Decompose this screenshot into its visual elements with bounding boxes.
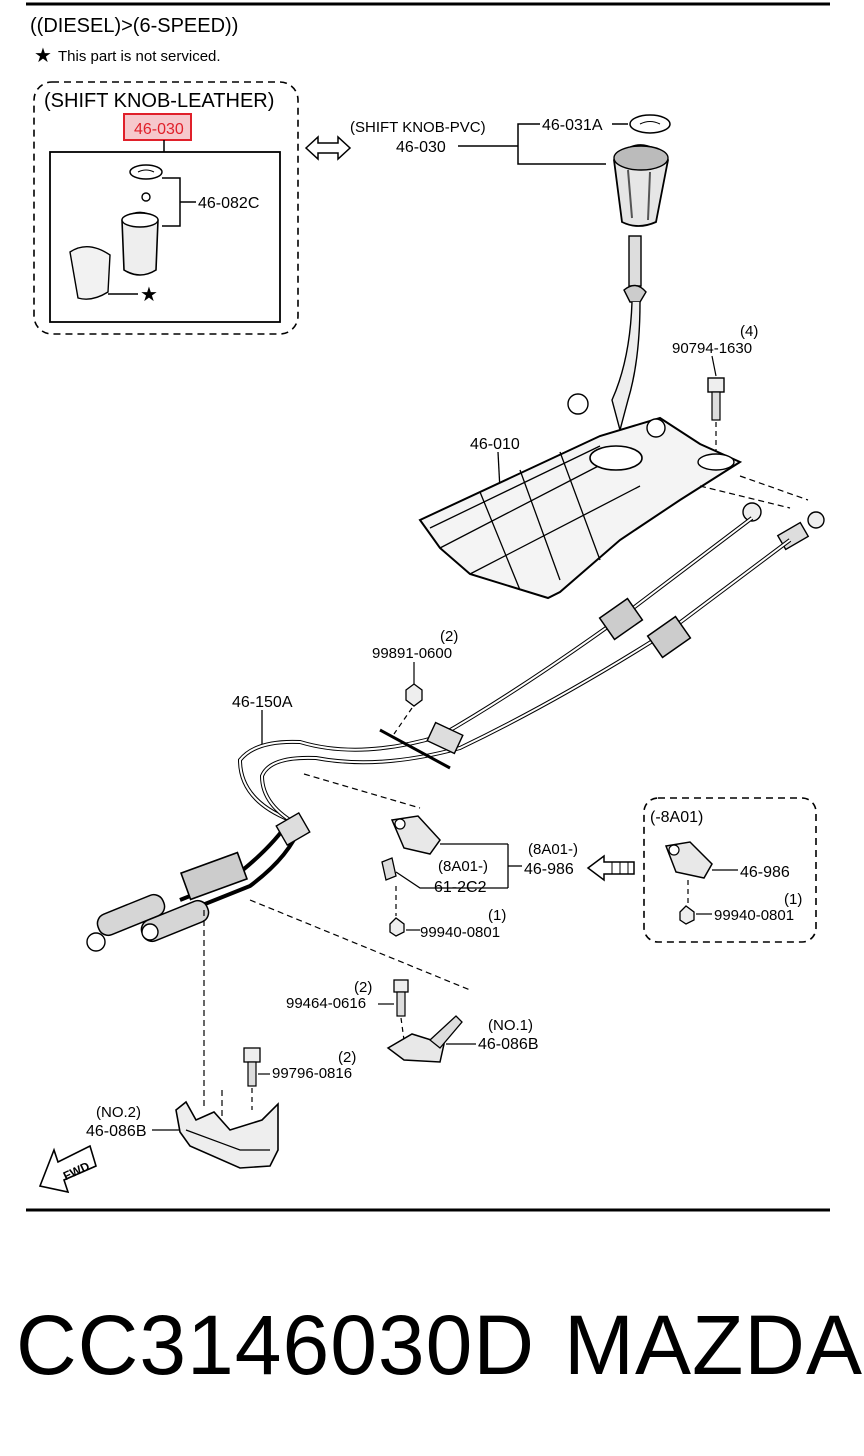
variant-8a01-box: [643, 797, 817, 943]
variant-8a01-title: (-8A01): [650, 809, 703, 826]
label-99891-0600: 99891-0600: [372, 645, 452, 662]
qty-nut-variant: (1): [784, 891, 802, 908]
nut-icon: [405, 683, 423, 707]
part-number: CC3146030D: [16, 1298, 536, 1392]
star-icon: ★: [140, 284, 158, 306]
swap-arrow-icon: [304, 135, 352, 161]
qty-8a01: (8A01-): [528, 841, 578, 858]
bracket-no2-icon: [175, 1100, 279, 1169]
shift-lever-icon: [628, 235, 642, 287]
label-46-150a: 46-150A: [232, 694, 293, 711]
bolt-icon: [707, 377, 725, 393]
part-number-footer: CC3146030D MAZDA: [16, 1290, 862, 1400]
leather-knob-box: [33, 81, 299, 335]
pvc-emblem-icon: [629, 114, 671, 134]
label-46-986-variant: 46-986: [740, 864, 790, 881]
diagram-title: ((DIESEL)>(6-SPEED)): [30, 15, 238, 37]
shifter-base-icon: [418, 416, 743, 600]
label-46-030: 46-030: [396, 139, 446, 156]
label-61-2c2: 61-2C2: [434, 879, 487, 896]
highlight-part-label[interactable]: 46-030: [134, 121, 184, 138]
label-46-086b-no2: 46-086B: [86, 1123, 147, 1140]
label-46-010: 46-010: [470, 436, 520, 453]
pvc-knob-title: (SHIFT KNOB-PVC): [350, 119, 486, 136]
label-46-082c: 46-082C: [198, 195, 259, 212]
qty-no2: (NO.2): [96, 1104, 141, 1121]
qty-no1: (NO.1): [488, 1017, 533, 1034]
bracket-no1-icon: [386, 1033, 445, 1063]
knob-emblem-icon: [129, 164, 163, 180]
label-99940-0801-variant: 99940-0801: [714, 907, 794, 924]
label-99796-0816: 99796-0816: [272, 1065, 352, 1082]
qty-8a01-inner: (8A01-): [438, 858, 488, 875]
brand-name: MAZDA: [564, 1298, 863, 1392]
qty-bolt-top: (4): [740, 323, 758, 340]
nut-icon: [679, 905, 695, 925]
part-highlight-box[interactable]: [123, 113, 192, 141]
qty-bolt-0816: (2): [338, 1049, 356, 1066]
reference-arrow-icon: [586, 854, 635, 882]
label-46-031a: 46-031A: [542, 117, 603, 134]
leather-knob-title: (SHIFT KNOB-LEATHER): [44, 90, 274, 112]
label-46-986: 46-986: [524, 861, 574, 878]
bolt-icon: [393, 979, 409, 993]
nut-icon: [389, 917, 405, 937]
cable-damper-icon: [96, 893, 166, 937]
qty-nut-mid: (1): [488, 907, 506, 924]
screw-icon: [141, 192, 151, 202]
bolt-icon: [243, 1047, 261, 1063]
fwd-arrow-icon: [38, 1144, 97, 1194]
label-46-086b-no1: 46-086B: [478, 1036, 539, 1053]
leather-knob-inner-frame: [49, 151, 281, 323]
star-icon: ★: [34, 45, 52, 67]
qty-nut-0600: (2): [440, 628, 458, 645]
label-90794-1630: 90794-1630: [672, 340, 752, 357]
not-serviced-note: This part is not serviced.: [58, 48, 221, 65]
label-99940-0801: 99940-0801: [420, 924, 500, 941]
leather-boot-icon: [69, 246, 111, 300]
label-99464-0616: 99464-0616: [286, 995, 366, 1012]
qty-bolt-0616: (2): [354, 979, 372, 996]
